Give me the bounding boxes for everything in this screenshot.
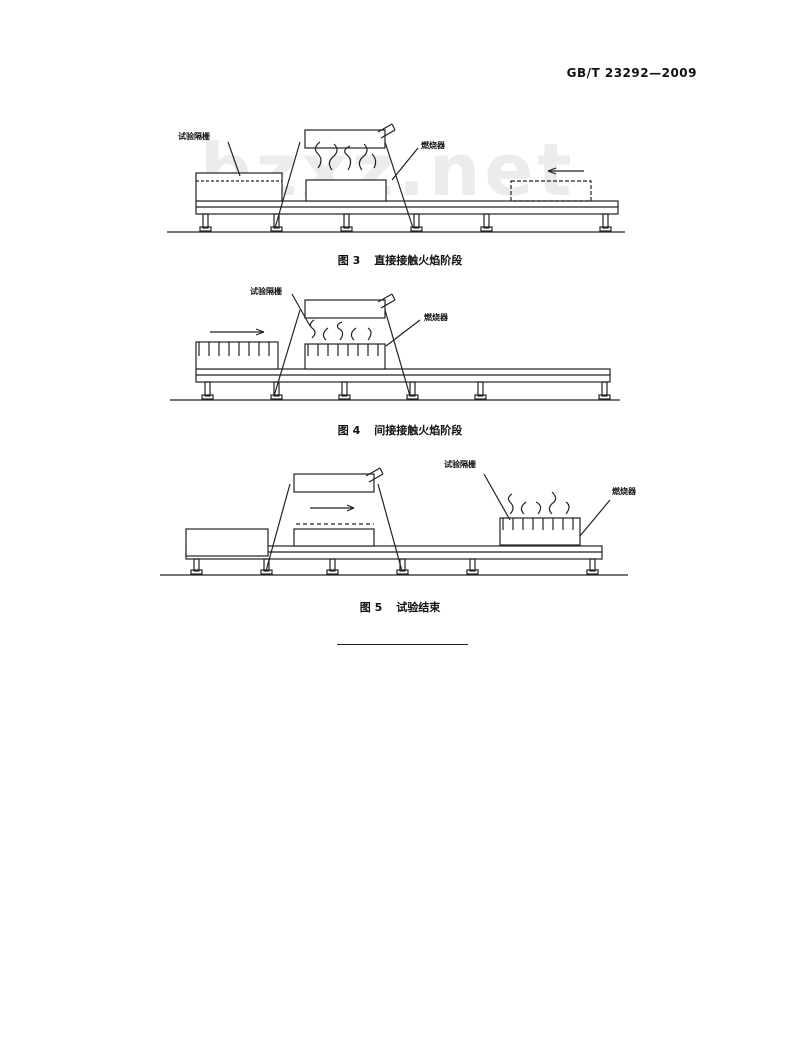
specimen-label: 试验隔栅 xyxy=(444,459,476,469)
figure-title: 间接接触火焰阶段 xyxy=(374,424,463,437)
figure-5-diagram: 试验隔栅 燃烧器 xyxy=(160,459,637,576)
burner-label: 燃烧器 xyxy=(612,486,637,496)
specimen-label: 试验隔栅 xyxy=(250,286,282,296)
figure-3-caption: 图 3 直接接触火焰阶段 xyxy=(0,252,800,268)
figure-5-caption: 图 5 试验结束 xyxy=(0,599,800,615)
figure-number: 图 4 xyxy=(337,424,361,437)
burner-label: 燃烧器 xyxy=(424,312,449,322)
standard-number: GB/T 23292—2009 xyxy=(566,66,697,80)
burner-label: 燃烧器 xyxy=(421,140,446,150)
figure-number: 图 3 xyxy=(337,254,361,267)
figure-3-diagram: 试验隔栅 燃烧器 xyxy=(167,123,625,233)
figure-4-caption: 图 4 间接接触火焰阶段 xyxy=(0,422,800,438)
figure-number: 图 5 xyxy=(359,601,383,614)
end-rule xyxy=(337,644,468,645)
figure-title: 试验结束 xyxy=(396,601,441,614)
figure-title: 直接接触火焰阶段 xyxy=(374,254,463,267)
specimen-label: 试验隔栅 xyxy=(178,131,210,141)
figure-4-diagram: 试验隔栅 燃烧器 xyxy=(170,286,620,401)
